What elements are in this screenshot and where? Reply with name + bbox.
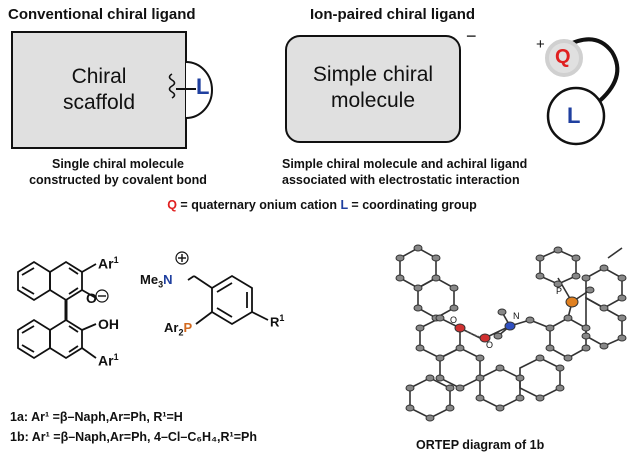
cation-q-label: Q (555, 46, 571, 68)
tether-line (565, 37, 620, 106)
covalent-ligand-circle (185, 61, 213, 119)
legend-q-symbol: Q (167, 198, 177, 212)
anion-minus-sign: − (466, 26, 477, 46)
ar1-top-label: Ar1 (98, 255, 119, 272)
me3n-label: Me3N (140, 272, 173, 290)
r1-label: R1 (270, 313, 285, 330)
legend-q-text: = quaternary onium cation (176, 198, 341, 212)
chemical-structure-1 (17, 251, 269, 360)
ar1-bottom-label: Ar1 (98, 352, 119, 369)
ortep-phosphorus-orange (565, 296, 579, 308)
lower-naphthalene-left-ring (17, 318, 51, 360)
ortep-diagram (395, 244, 627, 422)
ligand-l-circle (546, 86, 606, 146)
ortep-label-o2: O (486, 340, 494, 350)
ortep-oxygen-red (454, 323, 466, 333)
ligand-concept-diagram (11, 31, 620, 149)
covalent-bond-wavy (168, 73, 176, 99)
ion-pair-ligand-l: L (567, 103, 581, 128)
chiral-scaffold-box (11, 31, 187, 149)
legend-l-text: = coordinating group (347, 198, 477, 212)
simple-chiral-molecule-box (285, 35, 461, 143)
cation-plus-sign: + (536, 36, 545, 53)
upper-naphthalene-right-ring (49, 260, 83, 302)
compound-1b-line: 1b: Ar¹ =β–Naph,Ar=Ph, 4–Cl–C₆H₄,R¹=Ph (10, 430, 257, 444)
chiral-scaffold-label: Chiral scaffold (63, 65, 135, 114)
ion-paired-title: Ion-paired chiral ligand (310, 6, 476, 23)
ortep-nitrogen-blue (504, 321, 516, 331)
conventional-caption: Single chiral molecule constructed by co… (29, 157, 207, 187)
ortep-caption: ORTEP diagram of 1b (416, 438, 545, 452)
upper-naphthalene-left-ring (17, 260, 51, 302)
lower-naphthalene-right-ring (49, 318, 83, 360)
conventional-title: Conventional chiral ligand (8, 6, 196, 23)
ortep-label-o1: O (450, 315, 458, 325)
ortep-label-n: N (513, 311, 520, 321)
cation-q-circle (545, 39, 583, 77)
legend-l-symbol: L (340, 198, 348, 212)
oxide-label: O (86, 290, 97, 306)
legend: Q = quaternary onium cation L = coordina… (0, 197, 644, 213)
ortep-label-p: P (556, 286, 563, 296)
compound-1a-line: 1a: Ar¹ =β–Naph,Ar=Ph, R¹=H (10, 410, 183, 424)
oh-label: OH (98, 316, 119, 332)
ion-paired-caption: Simple chiral molecule and achiral ligan… (282, 157, 528, 187)
simple-chiral-molecule-label: Simple chiral molecule (312, 63, 434, 112)
covalent-ligand-l: L (196, 74, 210, 99)
ar2p-label: Ar2P (164, 320, 193, 338)
